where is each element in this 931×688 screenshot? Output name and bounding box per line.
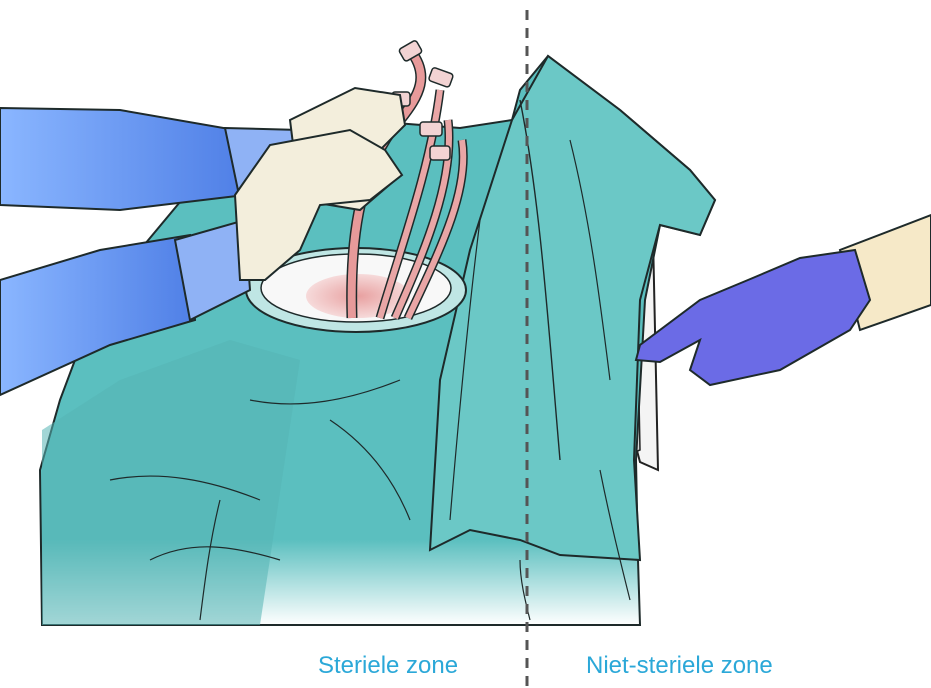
non-sterile-hand (636, 215, 931, 385)
sterile-zone-label: Steriele zone (318, 652, 458, 680)
non-sterile-zone-label: Niet-steriele zone (586, 652, 773, 680)
